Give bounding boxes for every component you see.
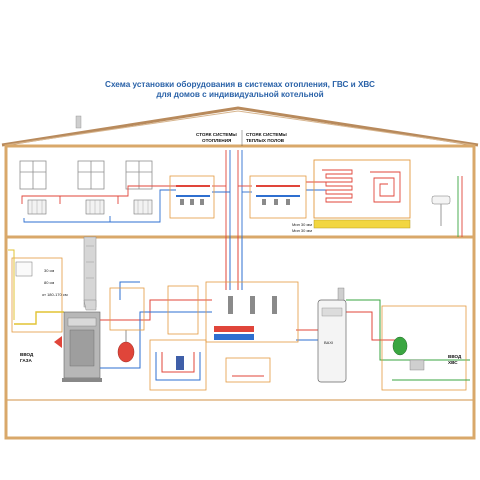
min-label-b: Мин 30 мм <box>292 228 312 233</box>
floor-loop-1 <box>322 169 353 203</box>
cold-water-group: ВВОД ХВС <box>381 305 470 391</box>
diagram-title: Схема установки оборудования в системах … <box>0 80 480 100</box>
hydro-arrow <box>176 356 184 370</box>
radiator <box>27 199 47 215</box>
title-line-2: для домов с индивидуальной котельной <box>156 90 324 99</box>
burner-flame-icon <box>54 336 62 348</box>
riser-heating-label-1: СТОЯК СИСТЕМЫ <box>196 132 237 137</box>
min-marks: Мин 30 мм Мин 30 мм <box>292 222 312 233</box>
upper-floor-piping <box>21 150 330 237</box>
riser-floor-label-2: ТЕПЛЫХ ПОЛОВ <box>246 138 285 143</box>
cold-water-inlet-label-2: ХВС <box>448 360 458 365</box>
dim-label-c: от 180-170 см <box>42 292 68 297</box>
dim-label-a: 30 см <box>44 268 55 273</box>
filter <box>409 359 425 371</box>
riser-heating-label-2: ОТОПЛЕНИЯ <box>202 138 231 143</box>
boiler-room-piping <box>100 237 470 369</box>
lower-group-boxes <box>109 285 271 391</box>
gas-line <box>8 249 15 320</box>
gas-inlet: 30 см 80 см от 180-170 см ВВОД ГАЗА <box>11 257 68 363</box>
riser-labels: СТОЯК СИСТЕМЫ ОТОПЛЕНИЯ СТОЯК СИСТЕМЫ ТЕ… <box>196 130 287 146</box>
window <box>19 160 47 190</box>
lower-group-details <box>155 352 264 381</box>
pump <box>228 296 233 314</box>
hydraulic-separator <box>205 281 299 343</box>
pump <box>272 296 277 314</box>
washbasin <box>431 176 463 237</box>
gas-meter <box>15 261 33 277</box>
radiator <box>133 199 153 215</box>
collector-heating <box>169 175 215 219</box>
chimney <box>83 236 97 311</box>
gas-inlet-label-2: ГАЗА <box>20 358 33 363</box>
dim-label-b: 80 см <box>44 280 55 285</box>
radiator <box>85 199 105 215</box>
pump <box>250 296 255 314</box>
membrane-tank <box>392 336 408 356</box>
collector-floor <box>249 175 307 219</box>
floor-boiler <box>54 311 102 382</box>
radiators <box>27 199 153 215</box>
house-walls <box>4 144 476 440</box>
window <box>125 160 153 190</box>
gas-inlet-label-1: ВВОД <box>20 352 34 357</box>
riser-floor-label-1: СТОЯК СИСТЕМЫ <box>246 132 287 137</box>
warm-floor-zones <box>313 159 411 229</box>
expansion-tank <box>117 330 135 363</box>
min-label-a: Мин 30 мм <box>292 222 312 227</box>
floor-loop-2 <box>370 171 401 203</box>
windows <box>19 160 153 190</box>
chimney-cap <box>75 115 82 129</box>
heater-brand: BAXI <box>324 340 333 345</box>
roof <box>1 106 479 147</box>
window <box>77 160 105 190</box>
title-line-1: Схема установки оборудования в системах … <box>105 80 375 89</box>
cold-water-inlet-label-1: ВВОД <box>448 354 462 359</box>
floor-screed <box>313 219 411 229</box>
water-heater: BAXI <box>317 287 347 383</box>
